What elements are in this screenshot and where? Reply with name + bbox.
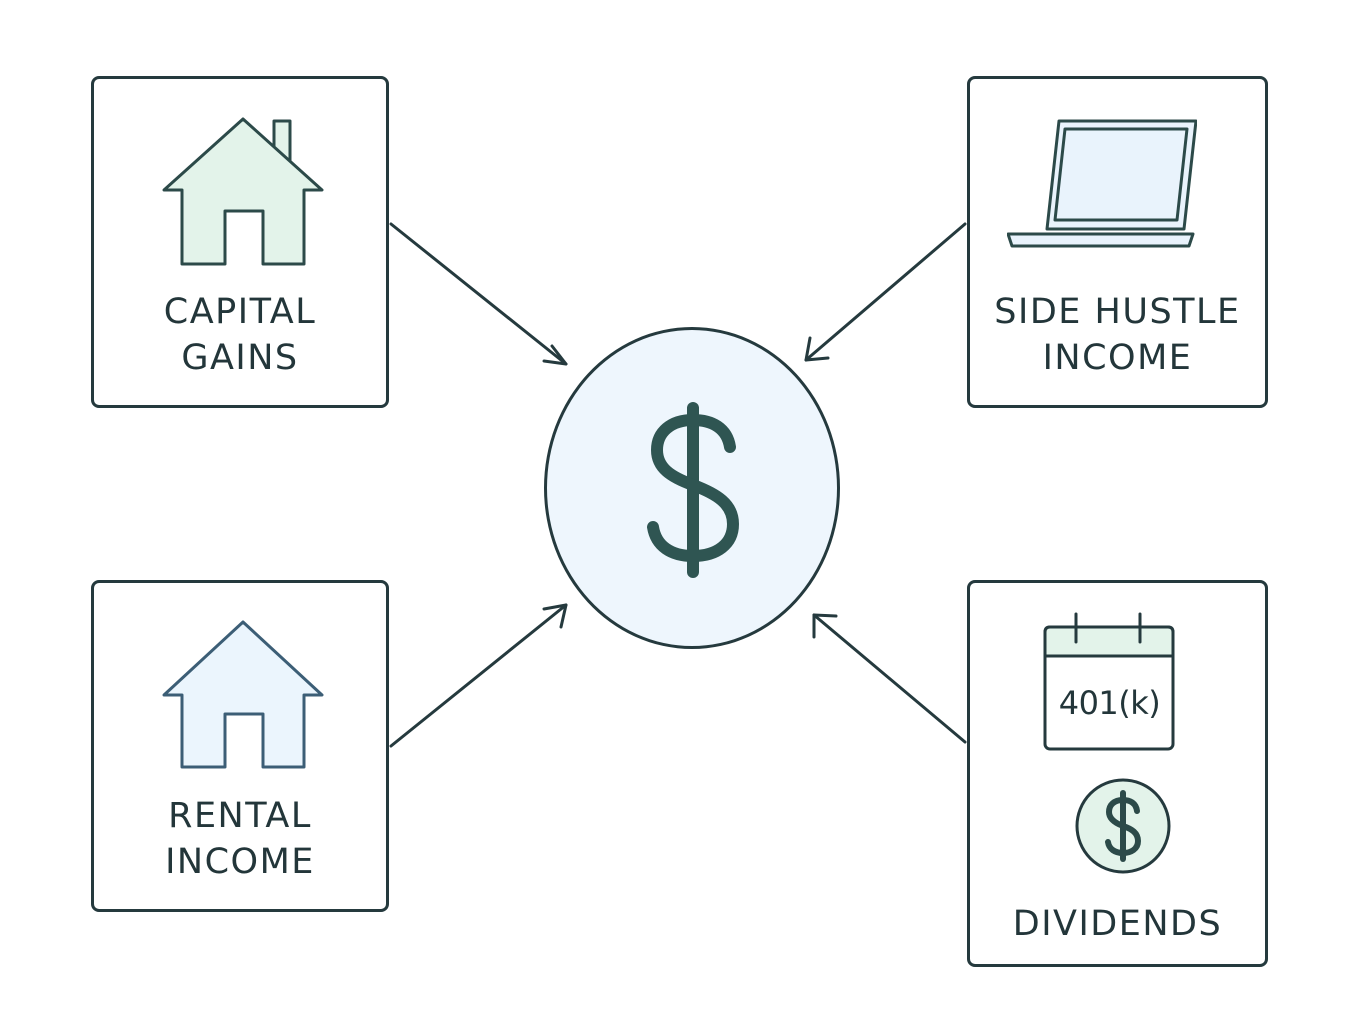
capital-gains-label: CAPITAL GAINS xyxy=(163,292,317,378)
arrow-side-to-hub xyxy=(804,222,967,362)
house-chimney-icon xyxy=(162,117,324,266)
side-hustle-card: SIDE HUSTLE INCOME xyxy=(967,76,1268,408)
arrow-dividends-to-hub xyxy=(812,613,967,744)
dollar-sign-icon xyxy=(647,402,739,578)
dollar-coin-icon xyxy=(1075,778,1171,874)
rental-income-card: RENTAL INCOME xyxy=(91,580,389,912)
calendar-text: 401(k) xyxy=(1058,683,1161,722)
rental-income-label: RENTAL INCOME xyxy=(165,796,315,882)
calendar-icon: 401(k) xyxy=(1043,610,1176,755)
capital-gains-card: CAPITAL GAINS xyxy=(91,76,389,408)
arrow-rental-to-hub xyxy=(389,603,568,748)
arrow-capital-to-hub xyxy=(389,222,568,366)
side-hustle-label: SIDE HUSTLE INCOME xyxy=(994,292,1241,378)
hub-circle xyxy=(544,327,840,649)
dividends-label: DIVIDENDS xyxy=(1012,904,1223,944)
house-icon xyxy=(162,620,324,769)
dividends-card: 401(k) DIVIDENDS xyxy=(967,580,1268,967)
laptop-icon xyxy=(1007,119,1197,248)
